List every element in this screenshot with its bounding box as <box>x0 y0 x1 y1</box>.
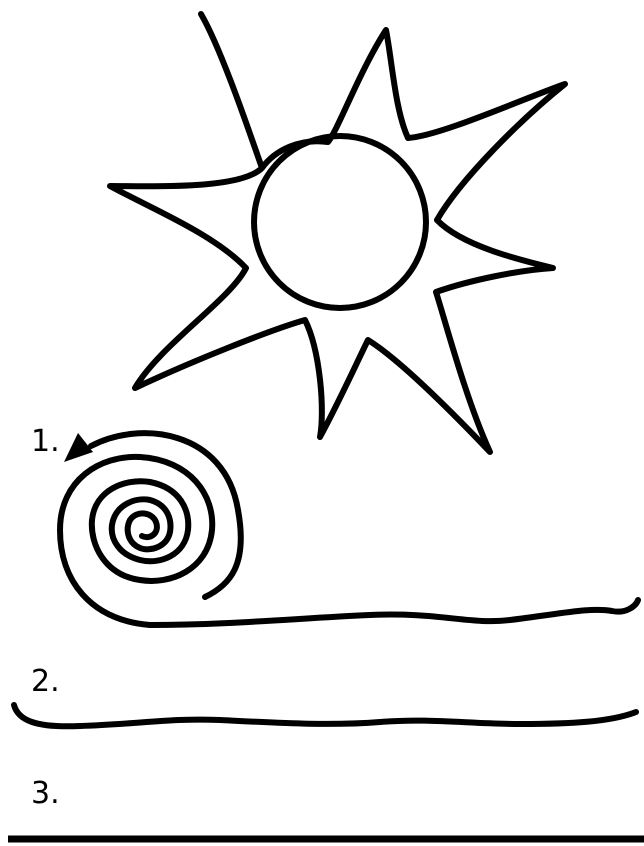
step-3-label: 3. <box>31 776 60 811</box>
sun-rays <box>110 14 565 452</box>
sun-icon <box>110 14 565 452</box>
spiral-icon <box>60 433 241 625</box>
step-2-label: 2. <box>31 664 60 699</box>
ground-line-2 <box>14 705 636 726</box>
ground-line-1 <box>150 600 638 625</box>
sun-disc <box>254 136 426 308</box>
arrowhead-icon <box>64 433 93 462</box>
spiral-path <box>60 433 241 625</box>
step-1-label: 1. <box>31 424 60 459</box>
